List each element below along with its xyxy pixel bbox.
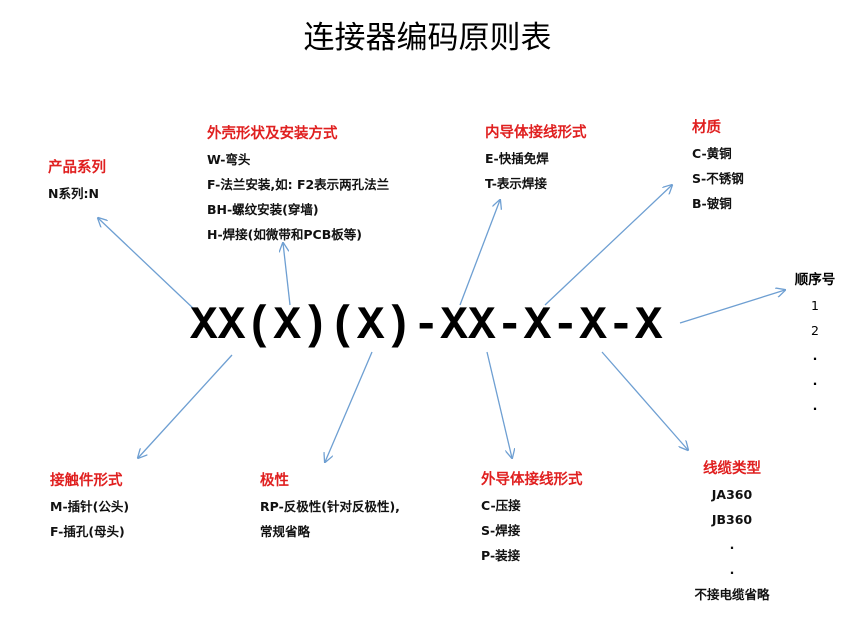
page-title: 连接器编码原则表 [303,20,552,56]
outer-conductor-block: 外导体接线形式 C-压接 S-焊接 P-装接 [481,467,583,568]
code-format: XX(X)(X)-XX-X-X-X [190,300,663,352]
material-item: B-铍铜 [692,196,732,211]
outer-conductor-item: S-焊接 [481,523,521,538]
polarity-heading: 极性 [260,473,289,489]
sequence-item: . [812,398,818,413]
shell-shape-item: BH-螺纹安装(穿墙) [207,202,319,217]
shell-shape-item: H-焊接(如微带和PCB板等) [207,227,362,242]
sequence-item: . [812,348,818,363]
cable-type-item: . [729,537,735,552]
material-item: C-黄铜 [692,146,732,161]
outer-conductor-item: P-装接 [481,548,521,563]
cable-type-heading: 线缆类型 [703,461,761,477]
cable-type-item: JB360 [711,512,753,527]
sequence-item: 1 [811,298,819,313]
shell-shape-item: F-法兰安装,如: F2表示两孔法兰 [207,177,390,192]
arrow-product-series [98,218,196,311]
shell-shape-heading: 外壳形状及安装方式 [207,126,338,142]
sequence-block: 顺序号 1 2 . . . [790,268,840,418]
material-heading: 材质 [692,120,721,136]
material-block: 材质 C-黄铜 S-不锈钢 B-铍铜 [692,115,744,216]
arrow-outer-conductor [486,351,512,458]
polarity-item: 常规省略 [260,524,311,539]
product-series-item: N系列:N [48,186,99,201]
contact-form-item: F-插孔(母头) [50,524,125,539]
arrow-cable-type [601,351,688,450]
cable-type-item: 不接电缆省略 [694,587,770,602]
outer-conductor-heading: 外导体接线形式 [481,472,583,488]
polarity-item: RP-反极性(针对反极性), [260,499,400,514]
inner-conductor-block: 内导体接线形式 E-快插免焊 T-表示焊接 [485,120,587,196]
inner-conductor-item: E-快插免焊 [485,151,549,166]
material-item: S-不锈钢 [692,171,744,186]
polarity-block: 极性 RP-反极性(针对反极性), 常规省略 [260,468,400,544]
cable-type-block: 线缆类型 JA360 JB360 . . 不接电缆省略 [672,456,792,607]
outer-conductor-item: C-压接 [481,498,521,513]
product-series-heading: 产品系列 [48,160,106,176]
contact-form-item: M-插针(公头) [50,499,130,514]
arrow-contact-form [138,354,233,458]
sequence-item: 2 [811,323,819,338]
contact-form-heading: 接触件形式 [50,473,123,489]
arrow-inner-conductor [459,200,500,306]
product-series-block: 产品系列 N系列:N [48,155,106,206]
inner-conductor-item: T-表示焊接 [485,176,547,191]
arrow-shell-shape [283,243,291,306]
arrow-polarity [325,351,373,462]
arrow-sequence [679,290,785,324]
cable-type-item: . [729,562,735,577]
shell-shape-item: W-弯头 [207,152,251,167]
shell-shape-block: 外壳形状及安装方式 W-弯头 F-法兰安装,如: F2表示两孔法兰 BH-螺纹安… [207,121,389,247]
sequence-heading: 顺序号 [794,272,836,288]
inner-conductor-heading: 内导体接线形式 [485,125,587,141]
sequence-item: . [812,373,818,388]
arrow-material [544,185,672,306]
contact-form-block: 接触件形式 M-插针(公头) F-插孔(母头) [50,468,129,544]
cable-type-item: JA360 [711,487,753,502]
